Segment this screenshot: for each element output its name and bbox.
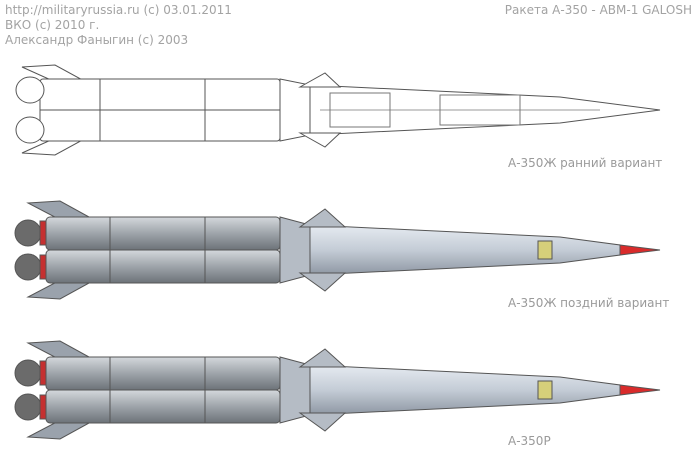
rocket-early-variant-drawing	[15, 64, 661, 156]
lower-nozzle	[14, 393, 42, 421]
upper-forward-fin	[298, 208, 347, 228]
caption-late-variant: А-350Ж поздний вариант	[508, 296, 670, 310]
internal-tank-detail	[439, 94, 521, 126]
upper-nozzle	[14, 219, 42, 247]
rocket-a350r-drawing	[14, 340, 661, 440]
credit-author: Александр Фаныгин (с) 2003	[5, 33, 189, 47]
lower-forward-fin	[298, 412, 347, 432]
lower-booster	[45, 249, 281, 284]
upper-nozzle	[15, 76, 45, 104]
upper-forward-fin	[298, 348, 347, 368]
upper-booster	[45, 216, 281, 251]
interstage-adapter	[279, 78, 311, 142]
lower-nozzle	[15, 116, 45, 144]
lower-forward-fin	[298, 132, 342, 148]
lower-nozzle	[14, 253, 42, 281]
window-panel	[537, 240, 553, 260]
missile-body	[309, 224, 621, 276]
nose-tip	[619, 384, 661, 396]
upper-nozzle-ring	[39, 220, 47, 246]
page-title: Ракета А-350 - ABM-1 GALOSH	[504, 3, 692, 17]
lower-nozzle-ring	[39, 394, 47, 420]
credit-url: http://militaryrussia.ru (c) 03.01.2011	[5, 3, 232, 17]
caption-a350r: А-350Р	[508, 434, 551, 448]
lower-nozzle-ring	[39, 254, 47, 280]
upper-booster	[45, 356, 281, 391]
window-panel	[537, 380, 553, 400]
upper-nozzle-ring	[39, 360, 47, 386]
nose-tip	[619, 244, 661, 256]
missile-body	[309, 364, 621, 416]
lower-booster	[45, 389, 281, 424]
credit-vko: ВКО (с) 2010 г.	[5, 18, 100, 32]
rocket-late-variant-drawing	[14, 200, 661, 300]
internal-equipment-detail	[329, 92, 391, 128]
upper-nozzle	[14, 359, 42, 387]
upper-forward-fin	[298, 72, 342, 88]
lower-forward-fin	[298, 272, 347, 292]
caption-early-variant: А-350Ж ранний вариант	[508, 156, 663, 170]
